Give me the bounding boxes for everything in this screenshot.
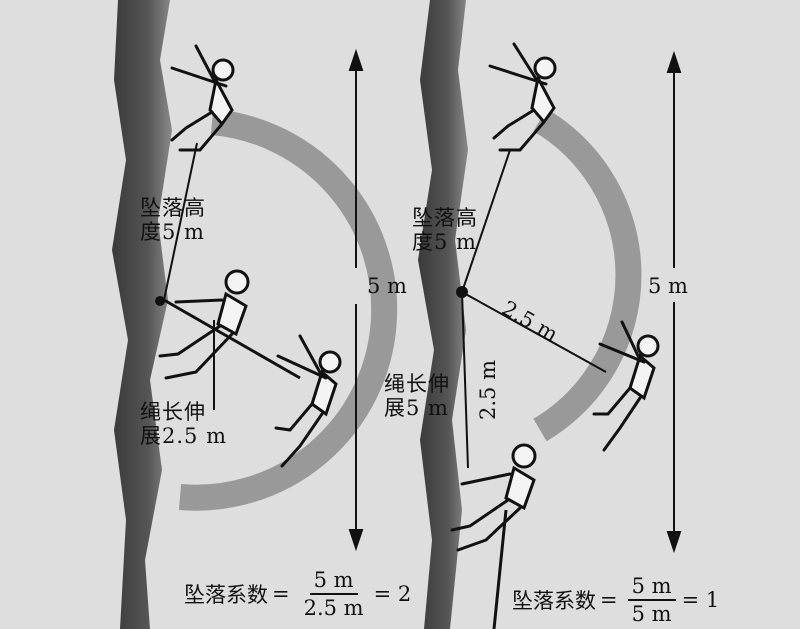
left-fall-height-line-2: 度5 m bbox=[140, 220, 205, 244]
right-rope-upper bbox=[461, 149, 511, 293]
left-formula-fraction: 5 m 2.5 m bbox=[300, 568, 368, 620]
left-belayer bbox=[158, 269, 250, 380]
left-rock-wall bbox=[112, 0, 172, 629]
left-rope-diagonal bbox=[163, 298, 301, 380]
left-formula-numerator: 5 m bbox=[309, 568, 358, 595]
left-swing-arc bbox=[178, 109, 398, 511]
right-fall-height-line-2: 度5 m bbox=[412, 230, 477, 254]
right-total-distance-label: 5 m bbox=[648, 274, 688, 298]
left-anchor-point bbox=[155, 296, 165, 306]
right-climber-fallen bbox=[592, 320, 660, 452]
right-rock-wall bbox=[418, 0, 468, 629]
right-rope-stretch-line-2: 展5 m bbox=[384, 396, 449, 420]
left-rope-stretch-line-2: 展2.5 m bbox=[140, 424, 227, 448]
right-formula-equals: = bbox=[600, 588, 618, 612]
left-formula-label: 坠落系数 bbox=[184, 583, 268, 607]
right-formula-numerator: 5 m bbox=[627, 574, 676, 601]
left-fall-height-label: 坠落高 度5 m bbox=[140, 196, 206, 244]
left-climber-fallen bbox=[274, 334, 342, 468]
right-fall-height-label: 坠落高 度5 m bbox=[412, 206, 478, 254]
right-anchor-point bbox=[456, 286, 468, 298]
right-rope-stretch-label: 绳长伸 展5 m bbox=[384, 372, 450, 420]
left-distance-arrow bbox=[348, 48, 364, 552]
right-rope-segment-vertical-label: 2.5 m bbox=[476, 360, 500, 420]
right-fall-factor-formula: 坠落系数 = 5 m 5 m = 1 bbox=[512, 574, 719, 626]
right-formula-denominator: 5 m bbox=[631, 602, 672, 626]
right-rope-belay bbox=[492, 509, 508, 629]
left-rope-upper bbox=[163, 142, 198, 301]
right-rope-vertical bbox=[461, 291, 469, 469]
left-rope-stretch-label: 绳长伸 展2.5 m bbox=[140, 400, 227, 448]
left-rope-stretch-line-1: 绳长伸 bbox=[140, 400, 206, 424]
right-climber-top bbox=[488, 42, 557, 152]
right-distance-arrow bbox=[666, 50, 682, 554]
right-fall-height-line-1: 坠落高 bbox=[412, 206, 478, 230]
right-rope-stretch-line-1: 绳长伸 bbox=[384, 372, 450, 396]
left-climber-top bbox=[170, 44, 235, 152]
right-formula-label: 坠落系数 bbox=[512, 589, 596, 613]
left-formula-result: = 2 bbox=[373, 582, 412, 606]
right-formula-result: = 1 bbox=[681, 588, 720, 612]
right-rope-diagonal bbox=[461, 291, 607, 373]
left-fall-height-line-1: 坠落高 bbox=[140, 196, 206, 220]
right-swing-arc bbox=[533, 108, 642, 442]
left-total-distance-label: 5 m bbox=[367, 274, 407, 298]
left-formula-denominator: 2.5 m bbox=[303, 596, 364, 620]
left-formula-equals: = bbox=[272, 582, 290, 606]
left-fall-factor-formula: 坠落系数 = 5 m 2.5 m = 2 bbox=[184, 568, 411, 620]
right-formula-fraction: 5 m 5 m bbox=[627, 574, 676, 626]
right-belayer bbox=[450, 443, 537, 552]
